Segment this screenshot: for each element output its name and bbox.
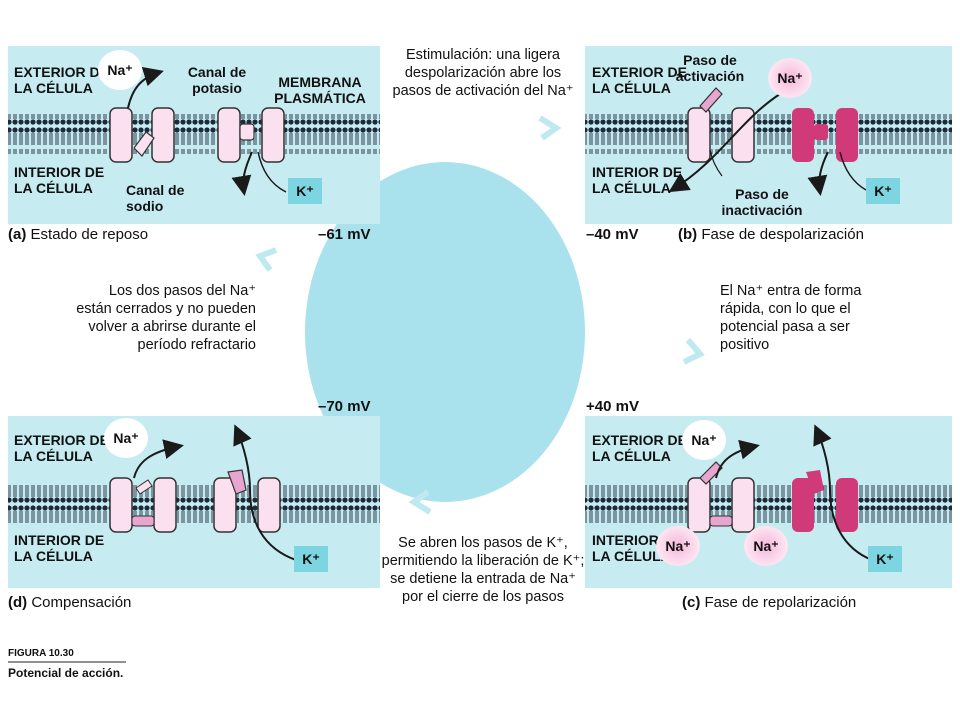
panel-b-potassium-channel xyxy=(792,108,858,162)
panel-c-na-ion-inside-2: Na⁺ xyxy=(744,526,788,566)
panel-c-sodium-channel xyxy=(687,461,755,533)
membrane-a xyxy=(8,114,380,154)
mv-label-a: –61 mV xyxy=(318,226,371,243)
cycle-arrow-w xyxy=(255,247,278,272)
panel-c-exterior-label: EXTERIOR DE LA CÉLULA xyxy=(592,432,687,464)
panel-b-caption: (b) Fase de despolarización xyxy=(678,226,864,243)
panel-c-potassium-channel xyxy=(792,470,858,532)
panel-b-inactivacion-label: Paso de inactivación xyxy=(721,186,803,218)
panel-d-caption: (d) Compensación xyxy=(8,594,132,611)
panel-a-membrana-label: MEMBRANA PLASMÁTICA xyxy=(274,74,366,106)
panel-a-sodio-label: Canal de sodio xyxy=(126,182,185,214)
panel-d-potassium-channel xyxy=(213,469,281,533)
panel-a-exterior-label: EXTERIOR DE LA CÉLULA xyxy=(14,64,109,96)
panel-a-potassium-channel xyxy=(217,107,285,163)
panel-a-caption: (a) Estado de reposo xyxy=(8,226,149,243)
panel-a-potasio-label: Canal de potasio xyxy=(187,64,247,96)
center-text-left: Los dos pasos del Na⁺ están cerrados y n… xyxy=(76,283,256,353)
panel-c-caption: (c) Fase de repolarización xyxy=(682,594,857,611)
figure-title: Potencial de acción. xyxy=(8,666,124,680)
cycle-arrow-ne xyxy=(538,115,562,141)
membrane-c xyxy=(585,484,952,524)
panel-b-activacion-label: Paso de activación xyxy=(675,52,745,84)
panel-c-na-ion-top: Na⁺ xyxy=(682,420,726,460)
panel-b-exterior-label: EXTERIOR DE LA CÉLULA xyxy=(592,64,687,96)
panel-a-k-ion: K⁺ xyxy=(288,178,322,204)
panel-b-sodium-channel xyxy=(687,87,755,163)
panel-d-na-ion: Na⁺ xyxy=(104,418,148,458)
cycle-arrow-e xyxy=(682,338,705,365)
membrane-b xyxy=(585,114,952,154)
panel-d-sodium-channel xyxy=(109,477,177,533)
panel-a-interior-label: INTERIOR DE LA CÉLULA xyxy=(14,164,105,196)
center-text-right: El Na⁺ entra de forma rápida, con lo que… xyxy=(720,283,862,353)
membrane-d xyxy=(8,484,380,524)
panel-d-k-ion: K⁺ xyxy=(294,546,328,572)
cycle-arrow-sw xyxy=(408,489,432,515)
panel-a-sodium-channel xyxy=(109,107,175,163)
mv-label-d: –70 mV xyxy=(318,398,371,415)
panel-d-interior-label: INTERIOR DE LA CÉLULA xyxy=(14,532,105,564)
panel-d-exterior-label: EXTERIOR DE LA CÉLULA xyxy=(14,432,109,464)
panel-b-na-ion: Na⁺ xyxy=(768,58,812,98)
panel-b-k-ion: K⁺ xyxy=(866,178,900,204)
panel-b-interior-label: INTERIOR DE LA CÉLULA xyxy=(592,164,683,196)
panel-c-na-ion-inside-1: Na⁺ xyxy=(656,526,700,566)
panel-a-na-ion: Na⁺ xyxy=(98,50,142,90)
panel-c-k-ion: K⁺ xyxy=(868,546,902,572)
mv-label-b: –40 mV xyxy=(586,226,639,243)
center-text-top: Estimulación: una ligera despolarización… xyxy=(392,47,574,99)
center-text-bottom: Se abren los pasos de K⁺, permitiendo la… xyxy=(381,535,585,605)
mv-label-c: +40 mV xyxy=(586,398,639,415)
figure-label: FIGURA 10.30 xyxy=(8,648,74,659)
